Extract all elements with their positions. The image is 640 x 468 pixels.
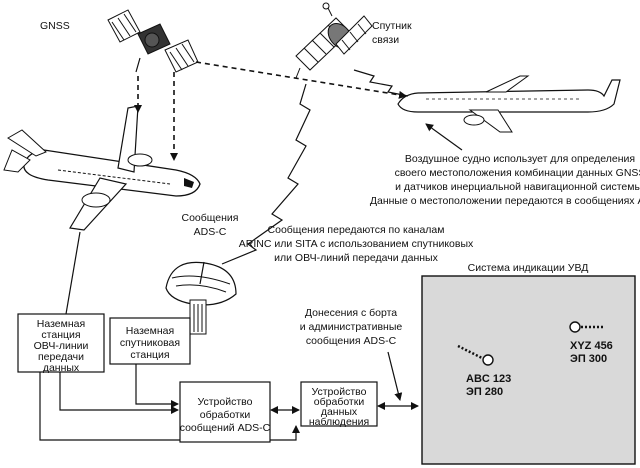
comm-satellite-label-line2: связи xyxy=(372,34,399,46)
gnss-signal-to-right-aircraft xyxy=(195,61,407,99)
vhf-station-line5: данных xyxy=(43,362,80,374)
target-abc123: ABC 123 ЭП 280 xyxy=(457,344,511,398)
channels-line1: Сообщения передаются по каналам xyxy=(268,224,445,236)
target-abc123-callsign: ABC 123 xyxy=(466,373,511,385)
gnss-satellite-icon xyxy=(107,9,199,73)
aircraft-right-icon xyxy=(397,75,621,133)
reports-pointer xyxy=(387,351,403,401)
surv-proc-line3: данных xyxy=(321,406,358,418)
adsc-proc-line1: Устройство xyxy=(198,396,253,408)
surveillance-processor-box: Устройство обработки данных наблюдения xyxy=(300,381,378,428)
channels-label: Сообщения передаются по каналам ARINC ил… xyxy=(239,224,474,264)
target-xyz456-callsign: XYZ 456 xyxy=(570,340,613,352)
reports-label: Донесения с борта и административные соо… xyxy=(300,307,403,347)
sat-station-line1: Наземная xyxy=(126,325,174,337)
comm-satellite-label-line1: Спутник xyxy=(372,20,412,32)
target-xyz456: XYZ 456 ЭП 300 xyxy=(569,321,613,365)
adsc-proc-line3: сообщений ADS-C xyxy=(180,422,271,434)
link-left-aircraft-to-vhf xyxy=(65,231,81,315)
adsc-proc-line2: обработки xyxy=(200,409,251,421)
link-vhf-to-adsc-proc xyxy=(59,372,179,414)
surv-proc-line4: наблюдения xyxy=(309,416,369,428)
radio-link-sat-to-ground xyxy=(221,83,311,265)
channels-line3: или ОВЧ-линий передачи данных xyxy=(274,252,438,264)
aircraft-description-pointer xyxy=(425,123,463,151)
vhf-station-line3: ОВЧ-линии xyxy=(34,340,89,352)
aircraft-description-line3: и датчиков инерциальной навигационной си… xyxy=(395,181,640,193)
reports-line1: Донесения с борта xyxy=(305,307,397,319)
aircraft-description-line2: своего местоположения комбинации данных … xyxy=(395,167,640,179)
vhf-ground-station-box: Наземная станция ОВЧ-линии передачи данн… xyxy=(17,313,105,374)
aircraft-description-line1: Воздушное судно использует для определен… xyxy=(405,153,635,165)
radio-link-sat-to-aircraft xyxy=(353,69,409,97)
channels-line2: ARINC или SITA с использованием спутнико… xyxy=(239,238,474,250)
vhf-station-line4: передачи xyxy=(38,351,84,363)
satellite-ground-station-box: Наземная спутниковая станция xyxy=(109,317,191,365)
vhf-station-line2: станция xyxy=(41,329,80,341)
link-vhf-to-surv-proc xyxy=(39,372,300,441)
gnss-label: GNSS xyxy=(40,20,70,32)
comm-satellite-icon xyxy=(295,2,373,79)
adsc-processor-box: Устройство обработки сообщений ADS-C xyxy=(179,381,271,443)
target-xyz456-symbol xyxy=(569,321,581,333)
sat-station-line2: спутниковая xyxy=(120,337,180,349)
target-abc123-symbol xyxy=(482,354,494,366)
link-sat-station-to-adsc-proc xyxy=(135,364,179,408)
target-xyz456-level: ЭП 300 xyxy=(570,353,607,365)
aircraft-left-icon xyxy=(3,105,201,231)
ads-c-messages-line2: ADS-C xyxy=(194,226,227,238)
atc-display-title: Система индикации УВД xyxy=(468,262,589,274)
aircraft-description-line4: Данные о местоположении передаются в соо… xyxy=(370,195,640,207)
atc-display xyxy=(421,275,636,465)
vhf-station-line1: Наземная xyxy=(37,318,85,330)
surv-proc-line2: обработки xyxy=(314,396,365,408)
surv-proc-line1: Устройство xyxy=(312,386,367,398)
target-abc123-level: ЭП 280 xyxy=(466,386,503,398)
ads-c-messages-label: Сообщения ADS-C xyxy=(182,212,239,238)
sat-station-line3: станция xyxy=(130,349,169,361)
ads-c-messages-line1: Сообщения xyxy=(182,212,239,224)
reports-line2: и административные xyxy=(300,321,403,333)
satellite-dish-icon xyxy=(165,261,237,335)
reports-line3: сообщения ADS-C xyxy=(306,335,397,347)
aircraft-description: Воздушное судно использует для определен… xyxy=(370,153,640,207)
